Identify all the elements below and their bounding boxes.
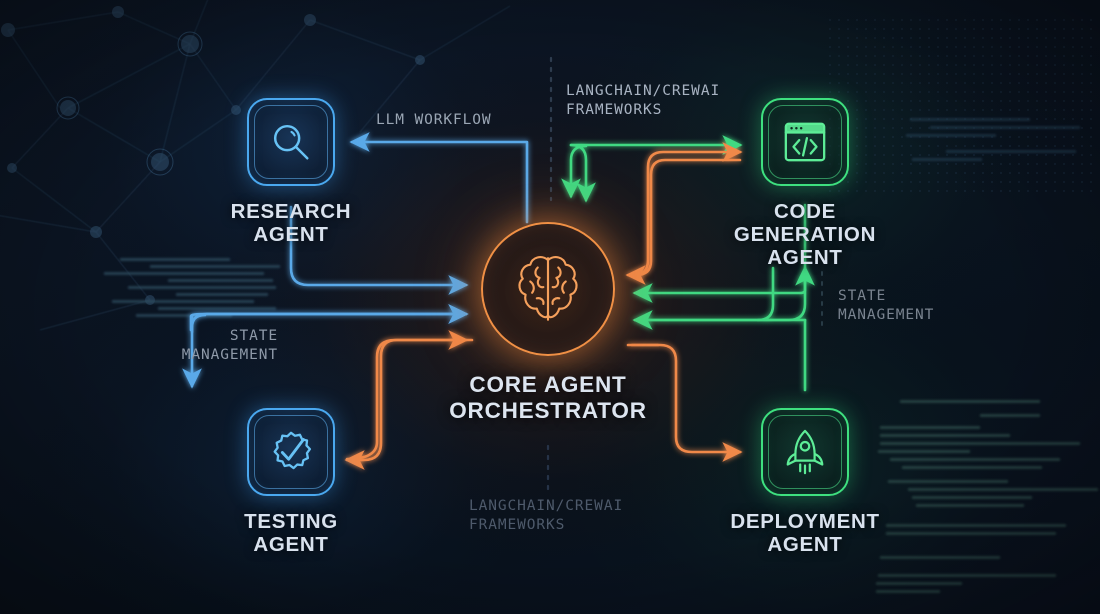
core-orchestrator-circle[interactable] — [481, 222, 615, 356]
tile-inner-ring — [768, 105, 842, 179]
edge-codegen-feed — [561, 144, 588, 199]
label-llm-workflow: LLM WORKFLOW — [376, 112, 492, 128]
research-agent-tile[interactable] — [247, 98, 335, 186]
code-generation-agent-tile[interactable] — [761, 98, 849, 186]
edge-codegen-to-core-orange — [625, 158, 742, 285]
testing-agent-tile[interactable] — [247, 408, 335, 496]
core-orchestrator-label: CORE AGENT ORCHESTRATOR — [449, 372, 647, 423]
node-codegen[interactable]: CODE GENERATION AGENT — [730, 98, 880, 269]
label-state-management-right: STATE MANAGEMENT — [838, 288, 935, 324]
gear-check-icon — [273, 431, 312, 470]
node-core-orchestrator[interactable]: CORE AGENT ORCHESTRATOR — [448, 222, 648, 424]
label-frameworks-bottom: LANGCHAIN/CREWAI FRAMEWORKS — [469, 498, 624, 534]
code-window-icon — [784, 122, 826, 162]
node-testing[interactable]: TESTING AGENT — [216, 408, 366, 556]
tile-inner-ring — [768, 415, 842, 489]
node-deployment[interactable]: DEPLOYMENT AGENT — [730, 408, 880, 556]
edge-core-to-deployment — [626, 343, 743, 462]
edge-core-to-research — [349, 132, 529, 224]
node-research[interactable]: RESEARCH AGENT — [216, 98, 366, 246]
edge-deployment-up — [756, 266, 775, 322]
code-generation-agent-label: CODE GENERATION AGENT — [733, 200, 877, 270]
label-frameworks-top: LANGCHAIN/CREWAI FRAMEWORKS — [566, 83, 721, 119]
label-state-management-left: STATE MANAGEMENT — [181, 328, 278, 364]
research-agent-label: RESEARCH AGENT — [230, 200, 352, 247]
rocket-icon — [786, 429, 824, 475]
edge-research-to-core — [289, 205, 469, 295]
magnifier-icon — [273, 124, 309, 160]
tile-inner-ring — [254, 415, 328, 489]
tile-inner-ring — [254, 105, 328, 179]
deployment-agent-label: DEPLOYMENT AGENT — [730, 510, 880, 557]
brain-icon — [518, 256, 578, 321]
testing-agent-label: TESTING AGENT — [244, 510, 338, 557]
edge-core-to-testing-orange — [344, 338, 474, 470]
deployment-agent-tile[interactable] — [761, 408, 849, 496]
